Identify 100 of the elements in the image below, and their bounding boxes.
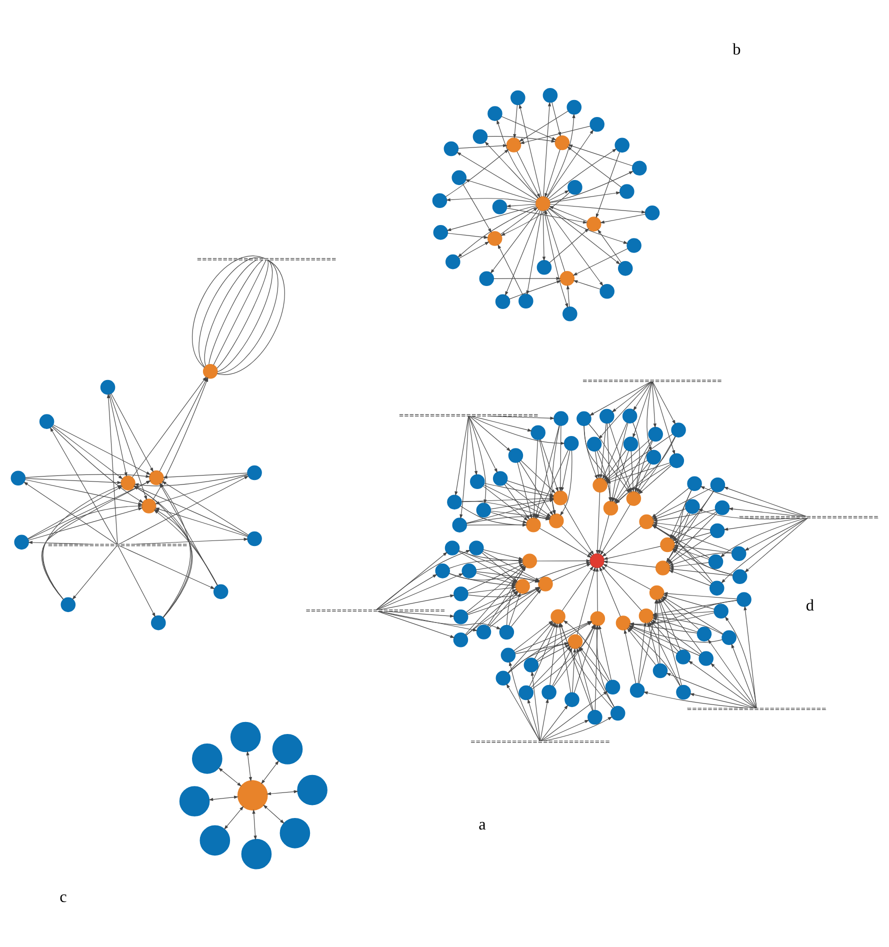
node-line bbox=[470, 740, 610, 742]
arrow bbox=[378, 610, 478, 631]
arrow bbox=[546, 128, 594, 198]
arrow bbox=[573, 280, 600, 289]
node-circle bbox=[120, 475, 136, 490]
arrow bbox=[602, 525, 642, 556]
arrow bbox=[669, 562, 709, 568]
arrow bbox=[638, 436, 676, 494]
node-circle bbox=[618, 260, 633, 276]
node-circle bbox=[472, 128, 488, 144]
arrow bbox=[506, 482, 552, 516]
node-circle bbox=[568, 179, 582, 194]
node-circle bbox=[564, 435, 579, 450]
label: b bbox=[732, 40, 741, 58]
node-circle bbox=[710, 580, 724, 596]
node-circle bbox=[499, 624, 514, 640]
arrow bbox=[548, 148, 617, 199]
node-circle bbox=[590, 610, 606, 626]
arrow bbox=[498, 244, 523, 294]
arrow bbox=[528, 698, 540, 741]
arrow bbox=[652, 380, 656, 428]
node-circle bbox=[542, 684, 556, 700]
arrow bbox=[630, 450, 635, 492]
arrow bbox=[28, 540, 92, 544]
arrow bbox=[508, 660, 540, 740]
arrow bbox=[544, 148, 560, 198]
arrow bbox=[520, 460, 556, 493]
arrow bbox=[544, 210, 568, 308]
arrow bbox=[598, 624, 612, 680]
node-circle bbox=[603, 500, 618, 516]
node-circle bbox=[616, 615, 631, 630]
arrow bbox=[110, 392, 154, 472]
arrow bbox=[445, 148, 509, 197]
node-circle bbox=[623, 436, 638, 451]
arrow bbox=[466, 588, 517, 614]
node-circle bbox=[500, 647, 516, 662]
node-circle bbox=[202, 363, 218, 378]
arrow bbox=[548, 206, 588, 222]
arrow bbox=[25, 474, 150, 478]
arrow bbox=[566, 284, 570, 306]
node-circle bbox=[586, 216, 602, 231]
node-circle bbox=[669, 452, 684, 468]
node-circle bbox=[526, 516, 541, 532]
arrow bbox=[218, 767, 242, 786]
arrow bbox=[501, 116, 556, 140]
node-circle bbox=[179, 786, 210, 816]
arrow bbox=[509, 280, 562, 299]
node-circle bbox=[538, 576, 553, 591]
node-circle bbox=[590, 116, 604, 132]
arrow bbox=[728, 506, 802, 516]
arrow bbox=[546, 208, 604, 286]
node-line bbox=[739, 516, 878, 518]
arrow bbox=[550, 190, 621, 202]
arrow bbox=[500, 191, 570, 236]
arrow bbox=[700, 486, 806, 516]
node-circle bbox=[487, 230, 502, 246]
arrow bbox=[564, 503, 594, 555]
node-circle bbox=[542, 88, 558, 102]
arrow bbox=[602, 563, 651, 590]
node-circle bbox=[708, 554, 724, 569]
node-circle bbox=[230, 721, 261, 752]
arrow bbox=[377, 610, 455, 638]
node-circle bbox=[495, 294, 510, 308]
arrow bbox=[530, 646, 571, 688]
arrow bbox=[600, 213, 646, 224]
arrow bbox=[468, 586, 516, 593]
arrow bbox=[252, 808, 257, 840]
node-circle bbox=[614, 137, 630, 152]
node-circle bbox=[630, 682, 645, 698]
node-circle bbox=[632, 160, 647, 176]
node-circle bbox=[479, 270, 494, 286]
node-circle bbox=[605, 679, 620, 694]
arrow bbox=[378, 594, 455, 610]
node-circle bbox=[590, 552, 604, 568]
arrow bbox=[468, 416, 498, 472]
node-circle bbox=[447, 494, 462, 510]
node-circle bbox=[622, 408, 638, 423]
arrow bbox=[540, 704, 568, 740]
arrow bbox=[666, 672, 755, 708]
arrow bbox=[744, 517, 808, 572]
arrow bbox=[549, 190, 570, 200]
arrow bbox=[376, 550, 471, 610]
node-line bbox=[582, 379, 722, 382]
arrow bbox=[633, 381, 652, 410]
arrow bbox=[266, 790, 298, 795]
node-circle bbox=[560, 270, 575, 286]
node-circle bbox=[552, 490, 568, 505]
arrow bbox=[456, 151, 537, 200]
arrow bbox=[548, 207, 628, 244]
node-circle bbox=[530, 424, 546, 440]
arrow bbox=[469, 416, 511, 451]
node-circle bbox=[433, 224, 448, 240]
arrow bbox=[468, 415, 478, 476]
node-circle bbox=[687, 476, 702, 491]
arrow bbox=[744, 605, 757, 708]
arrow bbox=[561, 525, 592, 556]
arrow bbox=[549, 228, 590, 263]
node-circle bbox=[496, 670, 511, 686]
node-circle bbox=[576, 410, 592, 426]
arrow bbox=[518, 110, 568, 142]
